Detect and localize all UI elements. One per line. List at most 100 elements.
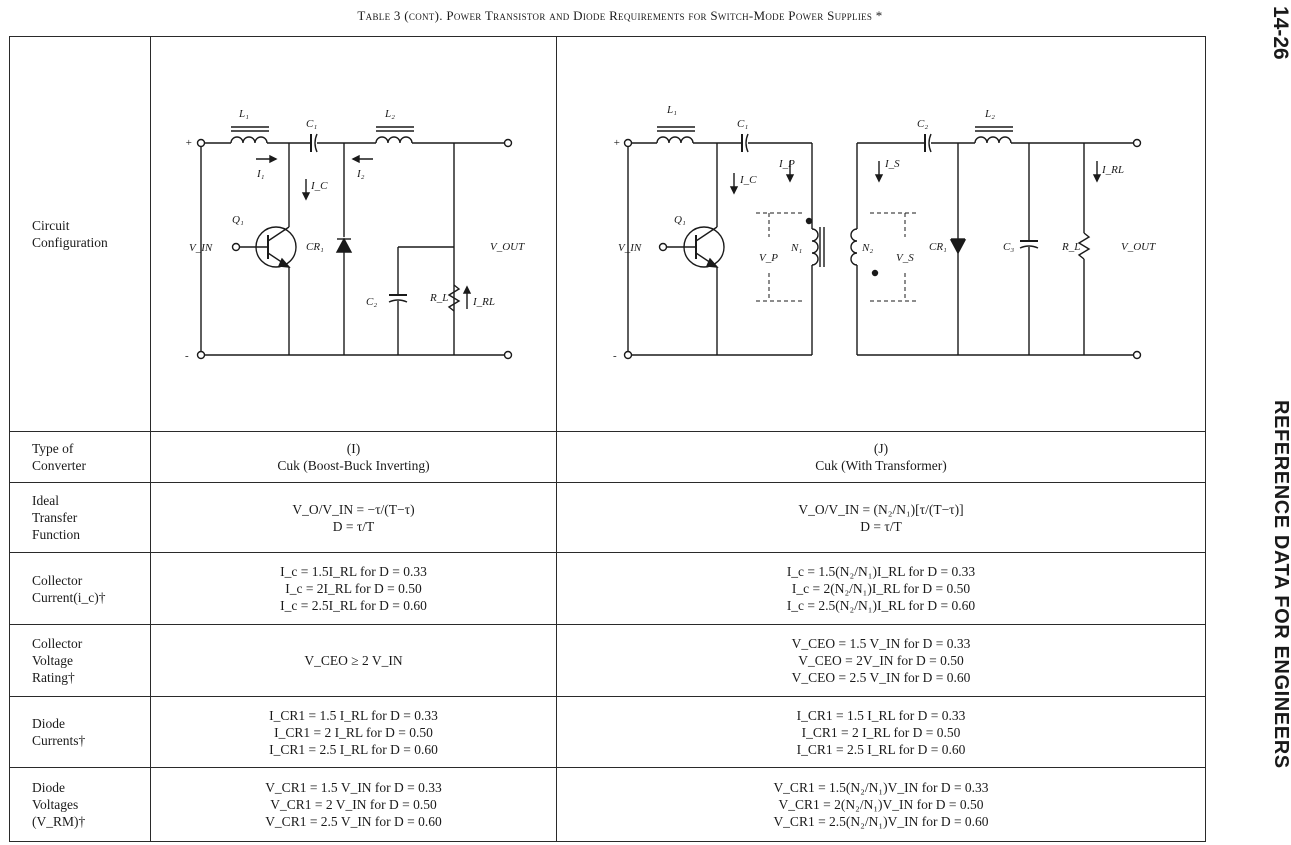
current-i1-label: I₁ (256, 168, 265, 180)
plus-terminal-label: + (185, 137, 192, 149)
cell-line: I_c = 2(N₂/N₁)I_RL for D = 0.50 (791, 581, 971, 596)
cell-line: I_CR1 = 1.5 I_RL for D = 0.33 (796, 707, 966, 723)
transistor-q1-label: Q₁ (232, 214, 244, 226)
transistor-q1-label: Q₁ (674, 214, 686, 226)
label-line: Ideal (32, 493, 59, 508)
capacitor-c2-label: C₂ (917, 118, 928, 130)
cell-line: (I) (346, 441, 361, 456)
cell-collector-current-i: I_c = 1.5I_RL for D = 0.33 I_c = 2I_RL f… (150, 552, 557, 625)
resistor-rl-label: R_L (1061, 241, 1080, 253)
table-row: Collector Current(i_c)† I_c = 1.5I_RL fo… (9, 552, 1206, 625)
cell-converter-i: (I) Cuk (Boost-Buck Inverting) (150, 431, 557, 483)
cell-line: D = τ/T (860, 518, 902, 534)
cell-line: I_c = 1.5(N₂/N₁)I_RL for D = 0.33 (786, 564, 976, 579)
cell-line: V_CR1 = 2(N₂/N₁)V_IN for D = 0.50 (778, 797, 984, 812)
cell-transfer-i: V_O/V_IN = −τ/(T−τ) D = τ/T (150, 482, 557, 553)
row-label: Type of Converter (9, 431, 151, 483)
cell-line: V_CR1 = 1.5 V_IN for D = 0.33 (265, 780, 442, 795)
vout-label: V_OUT (1121, 241, 1156, 253)
cell-diode-current-i: I_CR1 = 1.5 I_RL for D = 0.33 I_CR1 = 2 … (150, 696, 557, 768)
row-label: Diode Currents† (9, 696, 151, 768)
cell-line: I_CR1 = 2.5 I_RL for D = 0.60 (796, 741, 966, 757)
row-label: Collector Voltage Rating† (9, 624, 151, 697)
cell-line: I_c = 2I_RL for D = 0.50 (285, 581, 422, 596)
current-ic-label: I_C (739, 174, 757, 186)
row-label: Ideal Transfer Function (9, 482, 151, 553)
circuit-diagram-i: + - L₁ C₁ L₂ I₁ I₂ I_C Q₁ V_IN CR₁ C₂ R_… (150, 36, 557, 432)
capacitor-c1-label: C₁ (737, 118, 748, 130)
cell-collector-voltage-i: V_CEO ≥ 2 V_IN (150, 624, 557, 697)
label-line: Diode (32, 716, 65, 731)
vs-label: V_S (896, 252, 914, 264)
section-title: REFERENCE DATA FOR ENGINEERS (1270, 400, 1291, 769)
inductor-l1-label: L₁ (666, 104, 677, 116)
cell-line: V_O/V_IN = (N₂/N₁)[τ/(T−τ)] (798, 501, 964, 517)
minus-terminal-label: - (185, 350, 189, 362)
circuit-row: Circuit Configuration (9, 36, 1206, 432)
label-line: Voltages (32, 797, 79, 812)
cell-diode-voltage-j: V_CR1 = 1.5(N₂/N₁)V_IN for D = 0.33 V_CR… (556, 767, 1206, 842)
cell-line: V_CEO = 2.5 V_IN for D = 0.60 (791, 670, 971, 685)
vin-label: V_IN (189, 242, 213, 254)
label-line: Circuit (32, 218, 70, 233)
label-line: Diode (32, 780, 65, 795)
current-is-label: I_S (884, 158, 900, 170)
cell-line: I_CR1 = 1.5 I_RL for D = 0.33 (269, 707, 438, 723)
current-irl-label: I_RL (472, 296, 495, 308)
vp-label: V_P (759, 252, 778, 264)
table-row: Diode Voltages (V_RM)† V_CR1 = 1.5 V_IN … (9, 767, 1206, 842)
cell-line: I_c = 2.5I_RL for D = 0.60 (280, 598, 427, 613)
cell-line: V_O/V_IN = −τ/(T−τ) (292, 501, 415, 517)
table-row: Collector Voltage Rating† V_CEO ≥ 2 V_IN… (9, 624, 1206, 697)
cell-converter-j: (J) Cuk (With Transformer) (556, 431, 1206, 483)
cell-line: V_CEO = 2V_IN for D = 0.50 (798, 653, 964, 668)
cell-line: Cuk (Boost-Buck Inverting) (277, 458, 430, 473)
page-title: Table 3 (cont). Power Transistor and Dio… (357, 8, 883, 23)
table-row: Ideal Transfer Function V_O/V_IN = −τ/(T… (9, 482, 1206, 553)
cell-collector-voltage-j: V_CEO = 1.5 V_IN for D = 0.33 V_CEO = 2V… (556, 624, 1206, 697)
label-line: Collector (32, 636, 83, 651)
row-label: Diode Voltages (V_RM)† (9, 767, 151, 842)
label-line: Voltage (32, 653, 73, 668)
row-label: Collector Current(i_c)† (9, 552, 151, 625)
label-line: Type of (32, 441, 74, 456)
label-line: Currents† (32, 733, 86, 748)
plus-terminal-label: + (613, 137, 620, 149)
page-number: 14-26 (1269, 6, 1291, 60)
inductor-l2-label: L₂ (984, 108, 995, 120)
vout-label: V_OUT (490, 241, 525, 253)
diode-cr1-label: CR₁ (929, 241, 947, 253)
table-row: Diode Currents† I_CR1 = 1.5 I_RL for D =… (9, 696, 1206, 768)
row-label: Circuit Configuration (9, 36, 151, 432)
n1-label: N₁ (790, 242, 802, 254)
cell-line: V_CR1 = 2 V_IN for D = 0.50 (270, 797, 437, 812)
requirements-table: Circuit Configuration (9, 36, 1206, 842)
cuk-transformer-schematic: + - L₁ C₁ C₂ L₂ I_P I_C I_S I_RL Q₁ V_IN… (613, 104, 1156, 362)
label-line: Function (32, 527, 81, 542)
cell-line: V_CEO = 1.5 V_IN for D = 0.33 (791, 636, 971, 651)
cell-line: Cuk (With Transformer) (815, 458, 947, 473)
minus-terminal-label: - (613, 350, 617, 362)
capacitor-c3-label: C₃ (1003, 241, 1014, 253)
vin-label: V_IN (618, 242, 642, 254)
n2-label: N₂ (861, 242, 873, 254)
current-i2-label: I₂ (356, 168, 365, 180)
label-line: Converter (32, 458, 86, 473)
label-line: Rating† (32, 670, 75, 685)
cell-line: I_c = 2.5(N₂/N₁)I_RL for D = 0.60 (786, 598, 976, 613)
cell-diode-voltage-i: V_CR1 = 1.5 V_IN for D = 0.33 V_CR1 = 2 … (150, 767, 557, 842)
inductor-l2-label: L₂ (384, 108, 395, 120)
diode-cr1-label: CR₁ (306, 241, 324, 253)
cell-line: V_CR1 = 2.5(N₂/N₁)V_IN for D = 0.60 (773, 814, 989, 829)
cell-line: (J) (873, 441, 889, 456)
cell-line: I_c = 1.5I_RL for D = 0.33 (280, 564, 427, 579)
capacitor-c2-label: C₂ (366, 296, 377, 308)
current-ip-label: I_P (778, 158, 795, 170)
capacitor-c1-label: C₁ (306, 118, 317, 130)
cell-line: I_CR1 = 2 I_RL for D = 0.50 (274, 724, 433, 740)
circuit-diagram-j: + - L₁ C₁ C₂ L₂ I_P I_C I_S I_RL Q₁ V_IN… (556, 36, 1206, 432)
cell-diode-current-j: I_CR1 = 1.5 I_RL for D = 0.33 I_CR1 = 2 … (556, 696, 1206, 768)
current-irl-label: I_RL (1101, 164, 1124, 176)
cell-line: I_CR1 = 2.5 I_RL for D = 0.60 (269, 741, 438, 757)
inductor-l1-label: L₁ (238, 108, 249, 120)
